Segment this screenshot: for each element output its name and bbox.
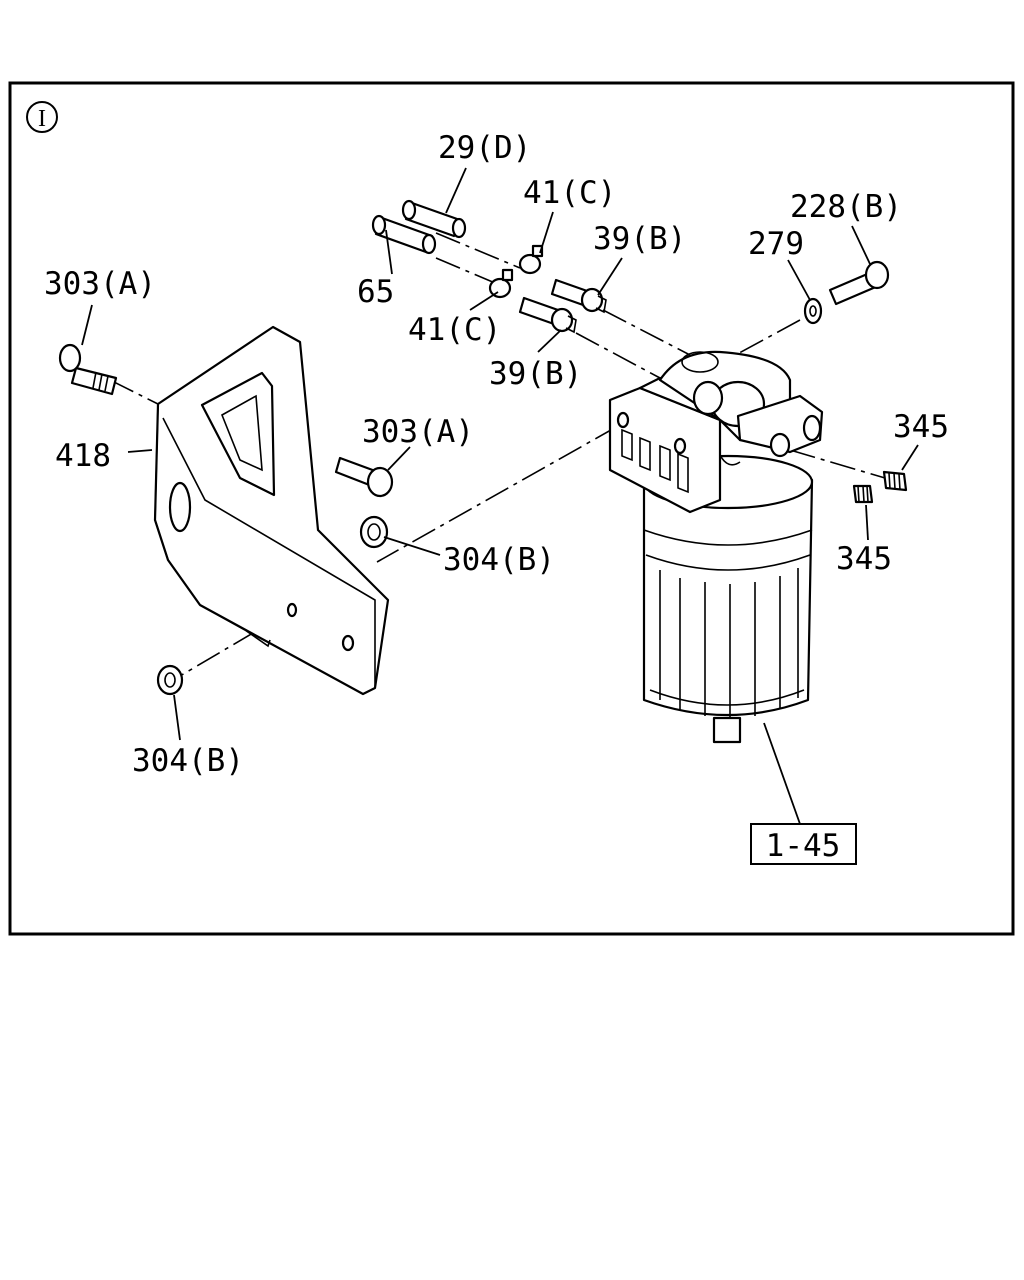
hose-29d: [401, 199, 467, 239]
bolt-303a-mid: [334, 456, 394, 498]
reference-box: [750, 823, 857, 865]
clip-41c-lower: [488, 268, 514, 299]
view-marker: I: [26, 101, 58, 133]
callout-345-upper: 345: [893, 409, 949, 445]
callout-39b-lower: 39(B): [489, 356, 582, 392]
clip-41c-upper: [518, 244, 544, 275]
bolt-228b: [828, 260, 890, 306]
bracket-418: [153, 325, 390, 696]
callout-41c-lower: 41(C): [408, 312, 501, 348]
callout-345-lower: 345: [836, 541, 892, 577]
view-marker-label: I: [38, 106, 46, 132]
plug-345-upper: [882, 470, 908, 492]
callout-labels: 29(D) 65 41(C) 41(C) 39(B) 39(B) 228(B) …: [44, 130, 949, 865]
callout-304b-mid: 304(B): [443, 542, 555, 578]
callout-304b-low: 304(B): [132, 743, 244, 779]
callout-228b: 228(B): [790, 189, 902, 225]
plug-345-lower: [852, 484, 874, 504]
callout-41c-upper: 41(C): [523, 175, 616, 211]
union-39b-lower: [518, 296, 577, 334]
callout-29d: 29(D): [438, 130, 531, 166]
bolt-303a-left: [58, 343, 118, 396]
washer-279: [803, 297, 823, 325]
callout-418: 418: [55, 438, 111, 474]
callout-303a-mid: 303(A): [362, 414, 474, 450]
union-39b-upper: [550, 278, 607, 314]
callout-65: 65: [357, 274, 394, 310]
hose-65: [371, 214, 437, 255]
callout-1-45: 1-45: [766, 828, 841, 864]
nut-304b-mid: [359, 515, 389, 549]
fuel-filter-assembly: [608, 350, 824, 744]
callout-303a-left: 303(A): [44, 266, 156, 302]
leader-lines: [81, 167, 919, 825]
nut-304b-low: [156, 664, 184, 696]
callout-279: 279: [748, 226, 804, 262]
callout-39b-upper: 39(B): [593, 221, 686, 257]
